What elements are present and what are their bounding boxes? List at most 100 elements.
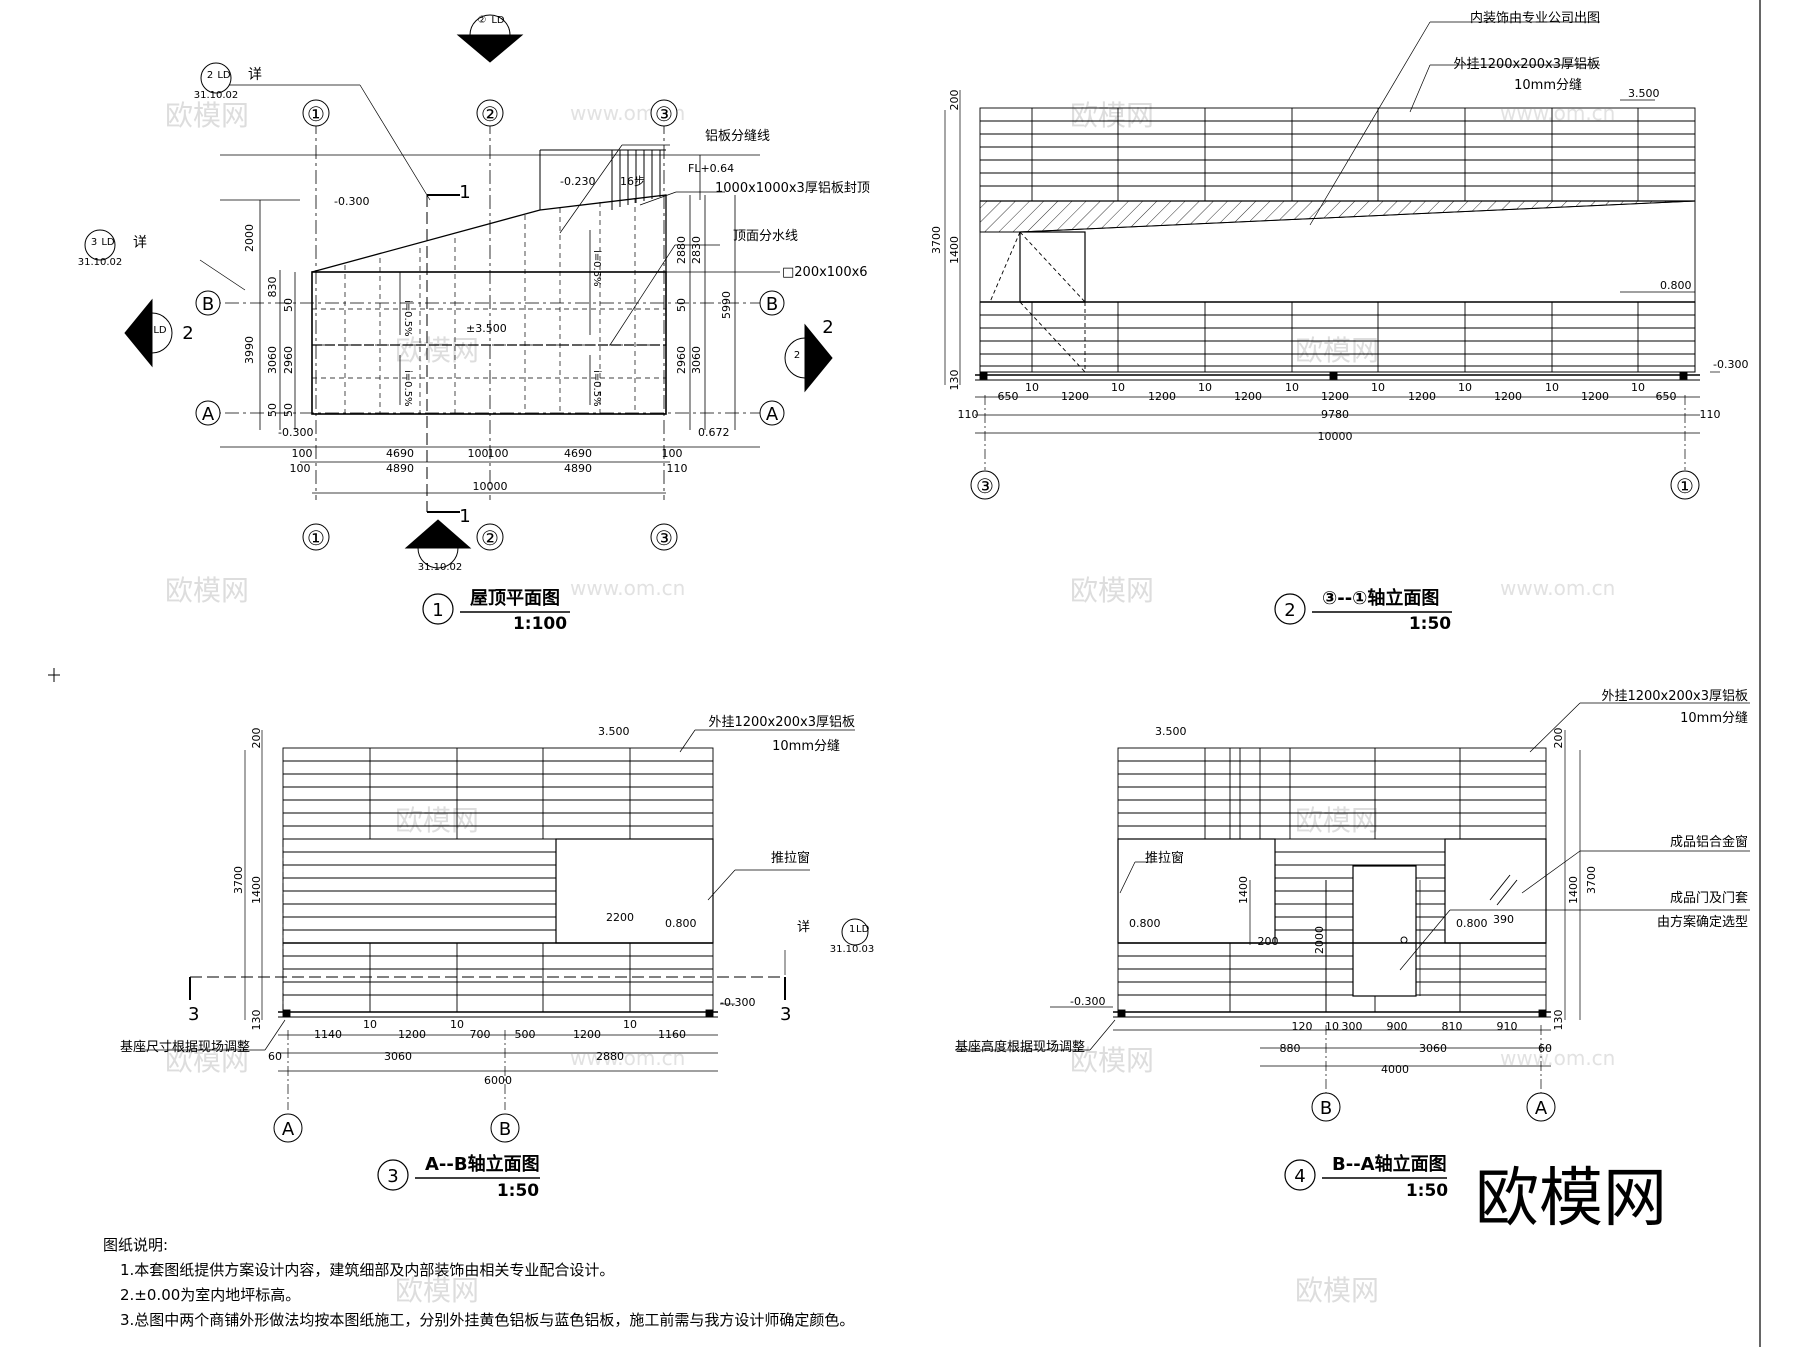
svg-text:①: ① (307, 102, 325, 126)
svg-text:欧模网: 欧模网 (1070, 1044, 1154, 1077)
svg-text:欧模网: 欧模网 (395, 804, 479, 837)
svg-text:③: ③ (655, 102, 673, 126)
svg-text:1200: 1200 (1581, 390, 1609, 403)
svg-text:0.672: 0.672 (698, 426, 730, 439)
svg-text:200: 200 (948, 90, 961, 111)
svg-text:2: 2 (822, 317, 833, 338)
svg-text:A: A (202, 404, 215, 425)
svg-text:i=0.5%: i=0.5% (591, 370, 602, 407)
svg-text:110: 110 (1700, 408, 1721, 421)
svg-text:5990: 5990 (720, 291, 733, 319)
svg-text:③: ③ (655, 526, 673, 550)
svg-text:3.500: 3.500 (1628, 87, 1660, 100)
svg-text:欧模网: 欧模网 (1070, 99, 1154, 132)
svg-text:1200: 1200 (1408, 390, 1436, 403)
plan-dimensions: 100 4690 100 100 4690 100 100 4890 4890 … (243, 224, 733, 493)
svg-text:0.800: 0.800 (1456, 917, 1488, 930)
svg-text:4000: 4000 (1381, 1063, 1409, 1076)
svg-text:LD: LD (439, 540, 453, 551)
svg-text:由方案确定选型: 由方案确定选型 (1657, 914, 1748, 930)
plan-title: 1 屋顶平面图 1:100 (422, 588, 570, 634)
svg-text:4690: 4690 (386, 447, 414, 460)
svg-text:130: 130 (1552, 1010, 1565, 1031)
svg-text:10mm分缝: 10mm分缝 (1680, 711, 1748, 726)
svg-text:1: 1 (427, 540, 433, 551)
svg-text:910: 910 (1497, 1020, 1518, 1033)
svg-text:②: ② (478, 15, 487, 26)
svg-text:--: -- (486, 37, 494, 48)
brand-logo: 欧模网 (1475, 1162, 1667, 1236)
svg-text:2960: 2960 (282, 346, 295, 374)
svg-text:10: 10 (1458, 381, 1472, 394)
roof-plan (199, 84, 780, 513)
svg-text:3060: 3060 (1419, 1042, 1447, 1055)
svg-text:LD: LD (806, 350, 820, 361)
svg-text:10: 10 (1325, 1020, 1339, 1033)
svg-text:成品门及门套: 成品门及门套 (1670, 890, 1748, 906)
svg-text:650: 650 (1656, 390, 1677, 403)
svg-text:欧模网: 欧模网 (165, 574, 249, 607)
elevation-3-1-title: 2 ③--①轴立面图 1:50 (1274, 587, 1452, 634)
svg-text:2: 2 (182, 323, 193, 344)
svg-text:2: 2 (794, 350, 800, 361)
svg-text:2: 2 (1284, 600, 1295, 621)
svg-text:3060: 3060 (266, 346, 279, 374)
watermark-layer: 欧模网 www.om.cn 欧模网 www.om.cn 欧模网 欧模网 欧模网 … (165, 99, 1615, 1307)
svg-text:6000: 6000 (484, 1074, 512, 1087)
svg-text:830: 830 (266, 277, 279, 298)
svg-text:③: ③ (976, 474, 994, 498)
svg-text:2960: 2960 (675, 346, 688, 374)
svg-text:2830: 2830 (690, 236, 703, 264)
svg-text:1:50: 1:50 (1406, 1181, 1448, 1201)
elevation-b-a (955, 702, 1750, 1110)
elevation-b-a-axes: B A (1311, 1092, 1556, 1122)
svg-text:0.800: 0.800 (665, 917, 697, 930)
svg-text:详: 详 (248, 67, 262, 83)
svg-text:10: 10 (363, 1018, 377, 1031)
svg-text:2880: 2880 (675, 236, 688, 264)
svg-text:300: 300 (1342, 1020, 1363, 1033)
svg-text:详: 详 (797, 920, 810, 935)
svg-text:欧模网: 欧模网 (1295, 1274, 1379, 1307)
svg-text:1000x1000x3厚铝板封顶: 1000x1000x3厚铝板封顶 (715, 181, 870, 196)
plan-section-markers (84, 14, 833, 569)
svg-text:A: A (766, 404, 779, 425)
svg-text:□200x100x6: □200x100x6 (782, 265, 868, 280)
svg-text:内装饰由专业公司出图: 内装饰由专业公司出图 (1470, 10, 1600, 26)
svg-text:3060: 3060 (384, 1050, 412, 1063)
elevation-3-1-text: 内装饰由专业公司出图 外挂1200x200x3厚铝板 10mm分缝 3.500 … (930, 10, 1748, 443)
svg-text:3.500: 3.500 (1155, 725, 1187, 738)
svg-text:200: 200 (1552, 728, 1565, 749)
note-line: 1.本套图纸提供方案设计内容，建筑细部及内部装饰由相关专业配合设计。 (120, 1261, 615, 1279)
svg-text:10: 10 (1545, 381, 1559, 394)
svg-text:9780: 9780 (1321, 408, 1349, 421)
svg-text:4890: 4890 (564, 462, 592, 475)
svg-text:4690: 4690 (564, 447, 592, 460)
svg-text:1160: 1160 (658, 1028, 686, 1041)
svg-text:10000: 10000 (1318, 430, 1353, 443)
svg-text:铝板分缝线: 铝板分缝线 (705, 129, 770, 144)
svg-text:3700: 3700 (1585, 866, 1598, 894)
svg-text:外挂1200x200x3厚铝板: 外挂1200x200x3厚铝板 (1453, 57, 1600, 72)
svg-text:810: 810 (1442, 1020, 1463, 1033)
svg-text:4: 4 (1294, 1166, 1305, 1187)
svg-text:500: 500 (515, 1028, 536, 1041)
svg-text:欧模网: 欧模网 (1070, 574, 1154, 607)
svg-text:1: 1 (459, 506, 470, 527)
svg-text:B: B (766, 294, 778, 315)
svg-text:①: ① (1676, 474, 1694, 498)
svg-text:31.10.02: 31.10.02 (418, 562, 463, 573)
svg-text:LD: LD (491, 15, 505, 26)
elevation-b-a-title: 4 B--A轴立面图 1:50 (1284, 1153, 1448, 1201)
svg-text:100: 100 (662, 447, 683, 460)
svg-text:LD: LD (856, 924, 870, 935)
svg-text:LD: LD (101, 237, 115, 248)
svg-text:1140: 1140 (314, 1028, 342, 1041)
svg-text:3990: 3990 (243, 336, 256, 364)
svg-text:屋顶平面图: 屋顶平面图 (470, 588, 560, 609)
svg-text:1: 1 (849, 924, 855, 935)
svg-text:110: 110 (958, 408, 979, 421)
plan-axis-labels: ① ② ③ ① ② ③ B A B A (202, 102, 779, 550)
svg-text:10: 10 (450, 1018, 464, 1031)
